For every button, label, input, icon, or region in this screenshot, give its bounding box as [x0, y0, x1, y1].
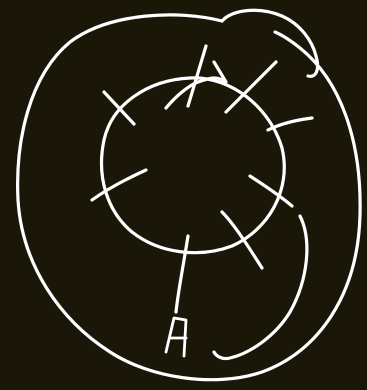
inner-circle	[102, 78, 285, 253]
tick-mark	[222, 212, 262, 268]
connector-line	[176, 236, 188, 312]
tick-mark	[250, 176, 292, 206]
outer-loop	[18, 15, 360, 380]
tick-mark	[268, 118, 312, 130]
tick-mark	[104, 92, 134, 124]
tick-mark	[92, 170, 146, 200]
tick-mark	[166, 62, 226, 108]
bracket-curve	[214, 216, 307, 359]
tick-mark	[188, 46, 206, 106]
label-a	[166, 318, 186, 356]
